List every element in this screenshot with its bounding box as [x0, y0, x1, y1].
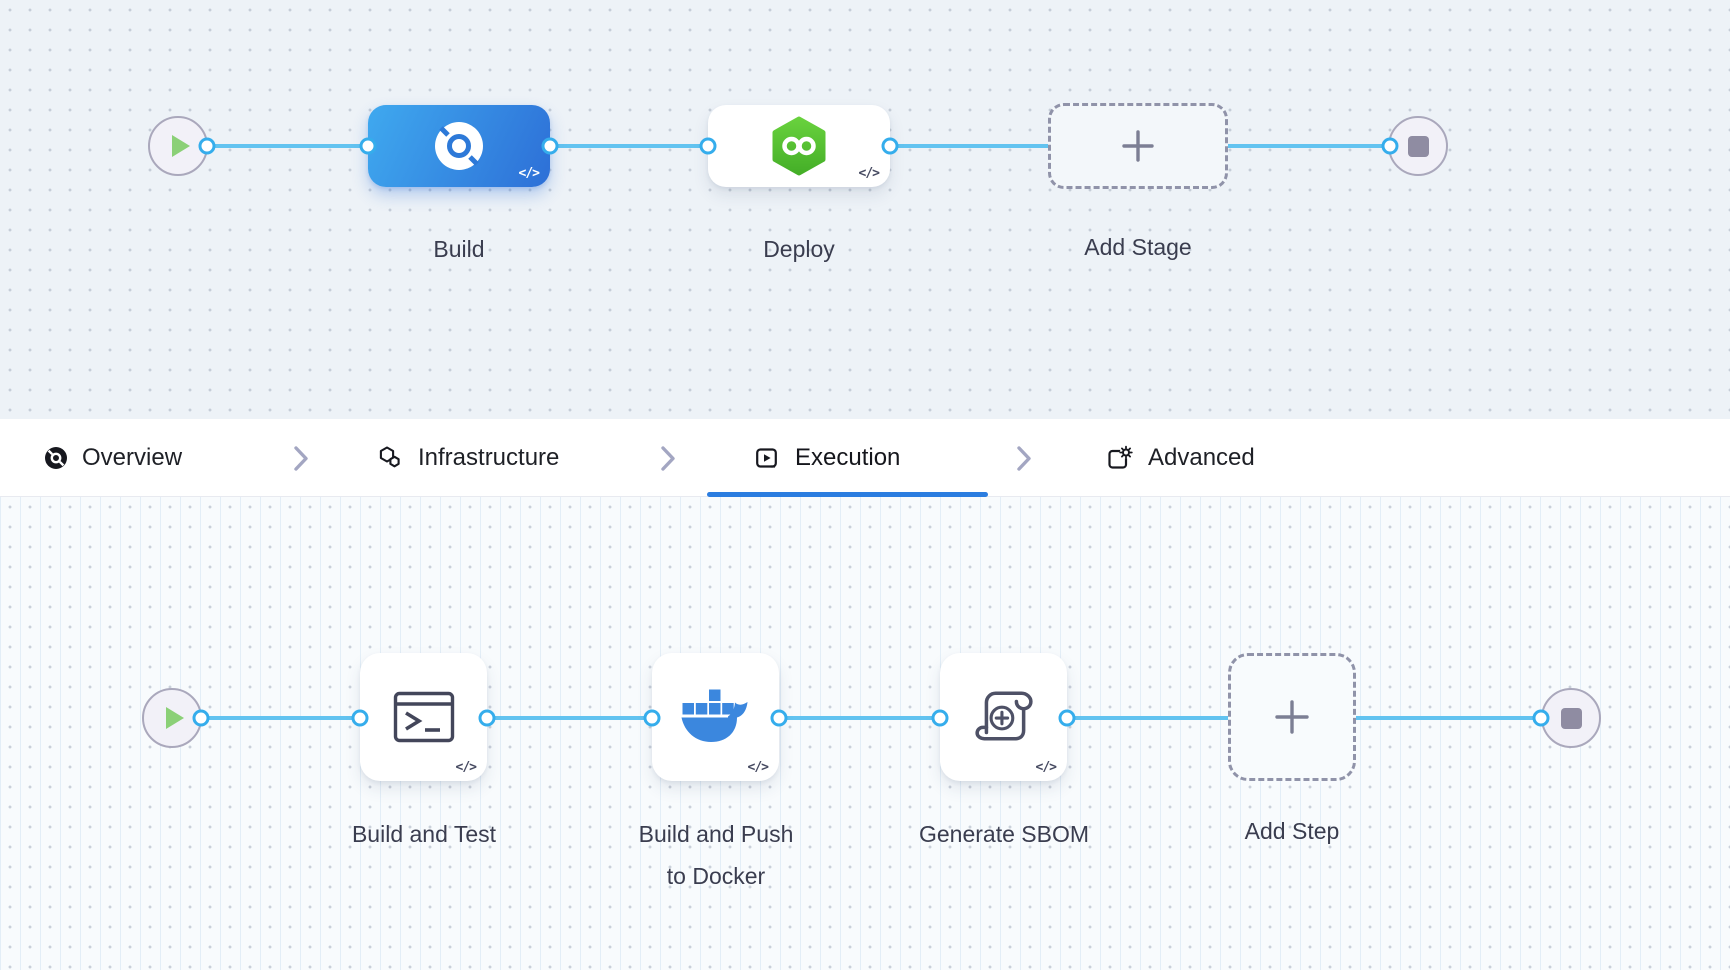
cd-deploy-icon	[772, 116, 826, 176]
advanced-icon	[1108, 445, 1133, 469]
connector-port[interactable]	[351, 709, 369, 727]
stop-icon	[1407, 135, 1429, 157]
connector-line	[487, 716, 652, 720]
step-label-line2: to Docker	[666, 863, 766, 889]
connector-port[interactable]	[699, 137, 717, 155]
connector-port[interactable]	[770, 709, 788, 727]
connector-port[interactable]	[931, 709, 949, 727]
infrastructure-icon	[379, 446, 400, 468]
ci-build-icon	[435, 122, 483, 170]
chevron-right-icon	[1017, 446, 1031, 471]
connector-port[interactable]	[643, 709, 661, 727]
execution-start-node	[142, 688, 202, 748]
connector-port[interactable]	[1058, 709, 1076, 727]
step-label: Generate SBOM	[918, 821, 1090, 847]
code-toggle[interactable]: </>	[747, 760, 770, 775]
tab-advanced[interactable]: Advanced	[1106, 419, 1255, 497]
play-icon	[172, 135, 190, 157]
step-card-build-and-test[interactable]: </>	[360, 653, 487, 781]
stage-card-deploy[interactable]: </>	[708, 105, 890, 187]
tab-execution[interactable]: Execution	[754, 419, 900, 497]
connector-port[interactable]	[1532, 709, 1550, 727]
add-stage-button[interactable]	[1048, 103, 1228, 189]
connector-port[interactable]	[359, 137, 377, 155]
stage-label: Build	[433, 236, 485, 262]
step-label: Build and Test	[351, 821, 497, 847]
stage-label: Deploy	[763, 236, 835, 262]
chevron-right-icon	[661, 446, 675, 471]
plus-icon	[1275, 700, 1309, 734]
connector-port[interactable]	[478, 709, 496, 727]
connector-line	[207, 144, 368, 148]
execution-end-node	[1541, 688, 1601, 748]
stage-label: Add Stage	[1084, 234, 1192, 260]
execution-icon	[756, 448, 777, 468]
sbom-scroll-icon	[974, 691, 1033, 741]
connector-port[interactable]	[1381, 137, 1399, 155]
connector-line	[779, 716, 940, 720]
stage-card-build[interactable]: </>	[368, 105, 550, 187]
add-step-button[interactable]	[1228, 653, 1356, 781]
tab-label: Execution	[795, 444, 901, 471]
connector-line	[550, 144, 708, 148]
tab-infrastructure[interactable]: Infrastructure	[377, 419, 559, 497]
stage-config-tabbar: Overview Infrastructure Execution	[0, 419, 1730, 497]
tab-overview[interactable]: Overview	[45, 419, 182, 497]
play-icon	[166, 707, 184, 729]
stop-icon	[1560, 707, 1582, 729]
pipeline-end-node	[1388, 116, 1448, 176]
step-label: Add Step	[1244, 818, 1340, 844]
terminal-icon	[393, 691, 454, 743]
tab-label: Infrastructure	[418, 444, 560, 471]
connector-port[interactable]	[192, 709, 210, 727]
code-toggle[interactable]: </>	[455, 760, 478, 775]
step-label: Build and Push to Docker	[639, 813, 794, 897]
docker-icon	[681, 689, 747, 742]
code-toggle[interactable]: </>	[858, 166, 881, 181]
code-toggle[interactable]: </>	[1035, 760, 1058, 775]
overview-icon	[45, 447, 67, 469]
connector-line	[201, 716, 360, 720]
stage-canvas[interactable]: </> Build </> Deploy Add Sta	[0, 0, 1730, 419]
code-toggle[interactable]: </>	[518, 166, 541, 181]
tab-label: Advanced	[1148, 444, 1255, 471]
pipeline-start-node	[148, 116, 208, 176]
chevron-right-icon	[294, 446, 308, 471]
connector-port[interactable]	[881, 137, 899, 155]
connector-port[interactable]	[541, 137, 559, 155]
step-label-line1: Build and Push	[638, 821, 794, 847]
active-tab-underline	[707, 492, 988, 497]
tab-label: Overview	[82, 444, 183, 471]
step-card-build-and-push-to-docker[interactable]: </>	[652, 653, 779, 781]
execution-canvas[interactable]: </> Build and Test </> Build and Push to…	[0, 497, 1730, 970]
step-card-generate-sbom[interactable]: </>	[940, 653, 1067, 781]
plus-icon	[1122, 130, 1154, 162]
connector-port[interactable]	[198, 137, 216, 155]
